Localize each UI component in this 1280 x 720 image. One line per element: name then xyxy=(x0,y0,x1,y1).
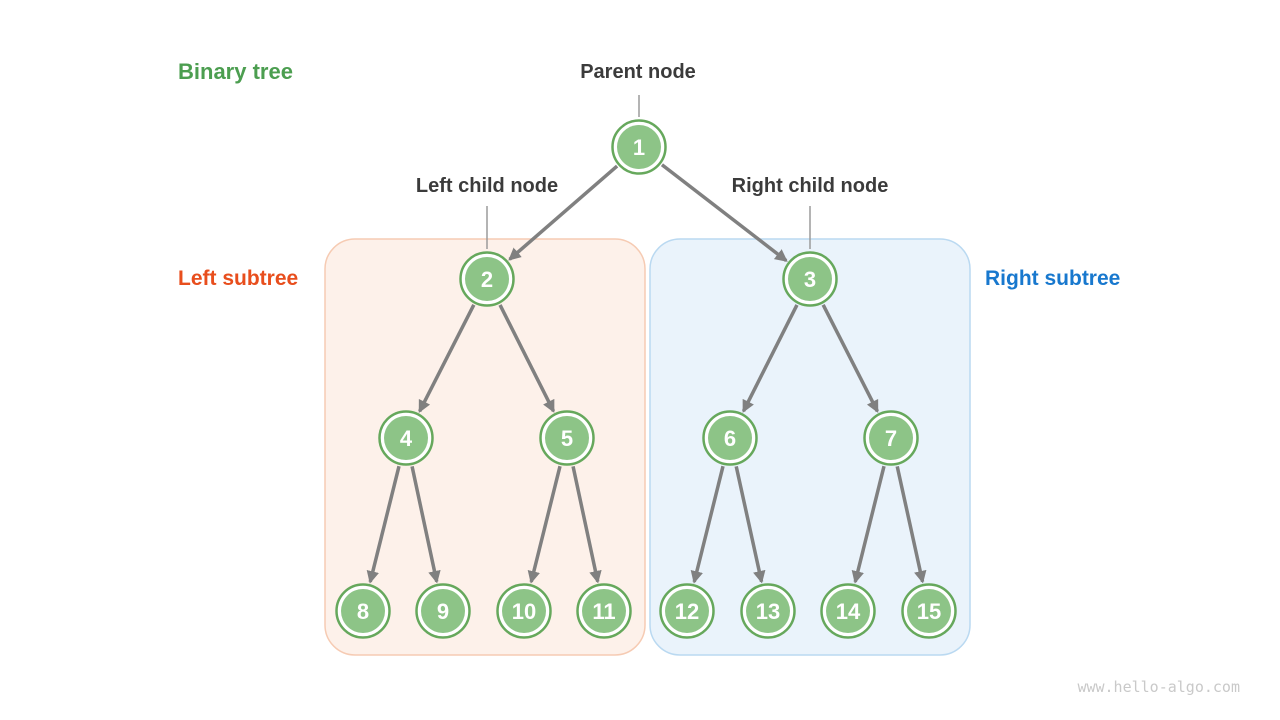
watermark: www.hello-algo.com xyxy=(1077,678,1240,696)
node-disc xyxy=(869,416,913,460)
node-disc xyxy=(788,257,832,301)
tree-node-12: 12 xyxy=(659,583,715,639)
node-disc xyxy=(708,416,752,460)
tree-node-1: 1 xyxy=(611,119,667,175)
edge-7-14 xyxy=(851,465,886,584)
edge-2-5 xyxy=(498,304,556,413)
node-disc xyxy=(665,589,709,633)
edge-5-10 xyxy=(527,465,562,584)
node-disc xyxy=(421,589,465,633)
left-child-node-label: Left child node xyxy=(415,175,559,197)
tree-node-3: 3 xyxy=(782,251,838,307)
tree-node-14: 14 xyxy=(820,583,876,639)
node-value: 3 xyxy=(804,267,816,292)
edge-4-9 xyxy=(410,465,441,584)
edge-5-11 xyxy=(571,465,602,584)
tree-node-15: 15 xyxy=(901,583,957,639)
node-value: 7 xyxy=(885,426,897,451)
right-child-node-label: Right child node xyxy=(731,175,889,197)
tree-node-4: 4 xyxy=(378,410,434,466)
left-subtree-label: Left subtree xyxy=(178,267,299,290)
node-disc xyxy=(545,416,589,460)
tree-node-9: 9 xyxy=(415,583,471,639)
edge-1-2 xyxy=(508,164,619,261)
tree-node-10: 10 xyxy=(496,583,552,639)
node-value: 5 xyxy=(561,426,573,451)
edge-2-4 xyxy=(418,304,476,413)
edge-3-7 xyxy=(821,304,879,413)
node-value: 11 xyxy=(592,599,615,624)
edge-6-12 xyxy=(690,465,725,584)
node-disc xyxy=(746,589,790,633)
tree-node-7: 7 xyxy=(863,410,919,466)
node-value: 10 xyxy=(512,599,536,624)
node-disc xyxy=(617,125,661,169)
node-disc xyxy=(582,589,626,633)
node-value: 14 xyxy=(836,599,861,624)
tree-node-11: 11 xyxy=(576,583,632,639)
diagram-title: Binary tree xyxy=(178,59,293,84)
node-value: 1 xyxy=(633,135,645,160)
tree-node-6: 6 xyxy=(702,410,758,466)
node-value: 12 xyxy=(675,599,699,624)
node-value: 13 xyxy=(756,599,780,624)
node-value: 2 xyxy=(481,267,493,292)
node-value: 9 xyxy=(437,599,449,624)
node-disc xyxy=(502,589,546,633)
tree-node-2: 2 xyxy=(459,251,515,307)
parent-node-label: Parent node xyxy=(580,61,696,83)
node-value: 15 xyxy=(917,599,941,624)
edge-3-6 xyxy=(741,304,799,413)
tree-node-5: 5 xyxy=(539,410,595,466)
node-disc xyxy=(826,589,870,633)
tree-node-13: 13 xyxy=(740,583,796,639)
tree-node-8: 8 xyxy=(335,583,391,639)
edge-1-3 xyxy=(660,163,788,263)
right-subtree-label: Right subtree xyxy=(985,267,1121,290)
node-disc xyxy=(341,589,385,633)
left-subtree-box xyxy=(324,238,646,656)
node-value: 8 xyxy=(357,599,369,624)
edge-4-8 xyxy=(366,465,401,584)
node-value: 6 xyxy=(724,426,736,451)
node-value: 4 xyxy=(400,426,413,451)
edge-7-15 xyxy=(895,465,927,584)
node-disc xyxy=(907,589,951,633)
node-disc xyxy=(465,257,509,301)
node-disc xyxy=(384,416,428,460)
edge-6-13 xyxy=(734,465,766,584)
